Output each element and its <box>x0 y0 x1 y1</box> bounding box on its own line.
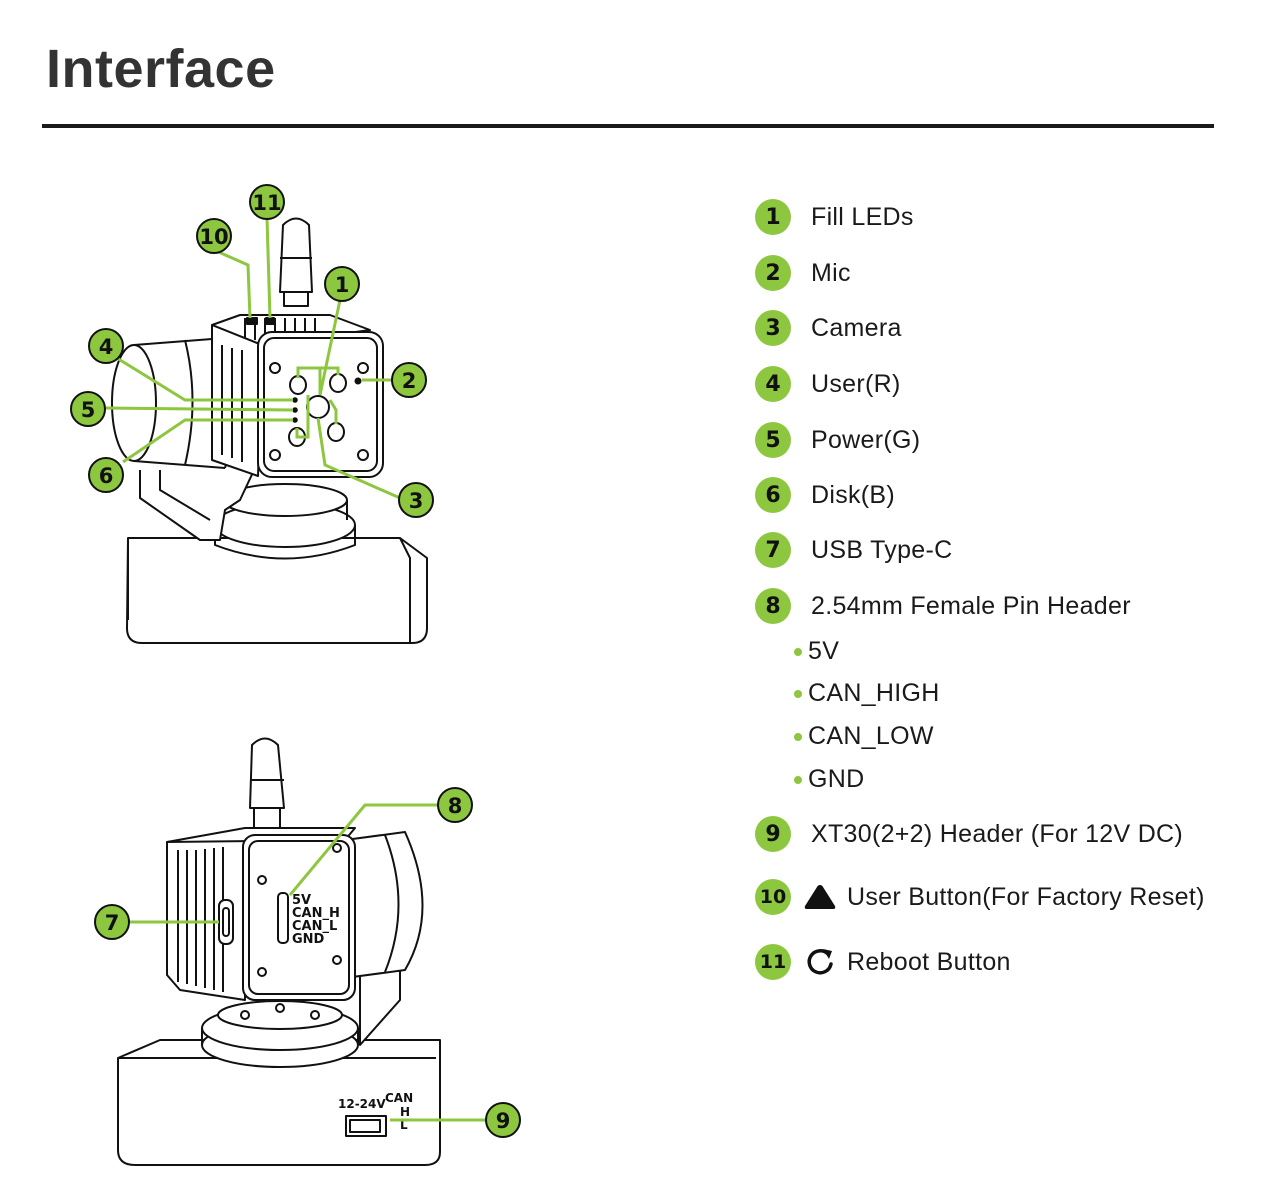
callout-4: 4 <box>88 328 124 364</box>
callout-10: 10 <box>196 218 232 254</box>
drawing-callouts: 11 10 1 2 3 4 5 6 8 7 9 <box>70 184 521 1138</box>
svg-text:4: 4 <box>99 335 114 359</box>
callout-3: 3 <box>398 482 434 518</box>
svg-text:6: 6 <box>99 464 114 488</box>
svg-text:11: 11 <box>252 191 281 215</box>
silk-gnd: GND <box>292 932 325 947</box>
leader-lines <box>105 217 488 1122</box>
callout-7: 7 <box>94 904 130 940</box>
back-view-device <box>117 737 441 1166</box>
callout-11: 11 <box>249 184 285 220</box>
silk-can-l: CAN_L <box>292 919 337 934</box>
svg-text:5: 5 <box>81 398 96 422</box>
silk-5v: 5V <box>292 893 311 908</box>
title-divider <box>42 124 1214 128</box>
callout-5: 5 <box>70 391 106 427</box>
svg-text:3: 3 <box>409 489 424 513</box>
silk-l: L <box>400 1118 408 1132</box>
svg-text:1: 1 <box>335 273 350 297</box>
silk-h: H <box>400 1105 410 1119</box>
callout-2: 2 <box>391 362 427 398</box>
front-view-device <box>111 217 428 644</box>
svg-text:8: 8 <box>448 794 463 818</box>
svg-text:9: 9 <box>496 1109 511 1133</box>
svg-text:10: 10 <box>199 225 228 249</box>
callout-1: 1 <box>324 266 360 302</box>
silk-12-24v: 12-24V <box>338 1097 386 1111</box>
svg-text:2: 2 <box>402 369 417 393</box>
svg-text:7: 7 <box>105 911 120 935</box>
callout-8: 8 <box>437 787 473 823</box>
silk-can: CAN <box>385 1091 413 1105</box>
callout-6: 6 <box>88 457 124 493</box>
page-title: Interface <box>46 39 276 99</box>
silk-can-h: CAN_H <box>292 906 340 921</box>
callout-9: 9 <box>485 1102 521 1138</box>
